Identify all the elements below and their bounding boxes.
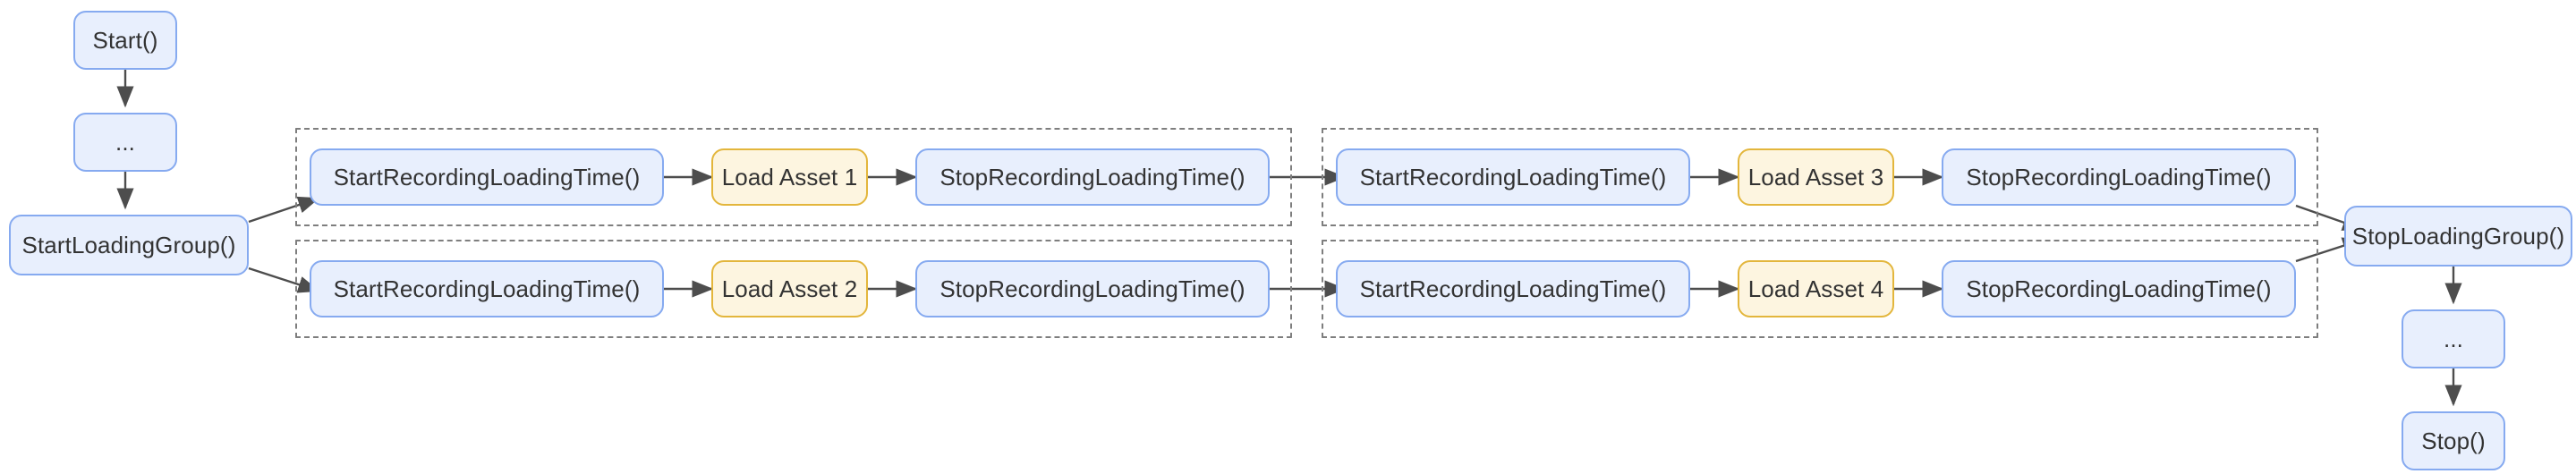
group-1-row-1-step-1-label: StartRecordingLoadingTime() <box>333 164 641 190</box>
node-ellipsis-top[interactable]: ... <box>73 113 177 172</box>
group-1-row-1-step-3[interactable]: StopRecordingLoadingTime() <box>915 148 1270 206</box>
node-stop-loading-group-label: StopLoadingGroup() <box>2351 223 2565 250</box>
group-1-row-1-step-2-label: Load Asset 1 <box>721 164 858 190</box>
node-start-label: Start() <box>92 27 158 54</box>
group-2-row-1-step-2[interactable]: Load Asset 3 <box>1738 148 1894 206</box>
group-1-row-2-step-1[interactable]: StartRecordingLoadingTime() <box>310 260 664 317</box>
group-2-row-1-step-1-label: StartRecordingLoadingTime() <box>1359 164 1667 190</box>
node-start-loading-group-label: StartLoadingGroup() <box>21 232 236 258</box>
group-1-row-1-step-2[interactable]: Load Asset 1 <box>711 148 868 206</box>
group-2-row-1-step-2-label: Load Asset 3 <box>1747 164 1884 190</box>
group-2-row-2-step-2[interactable]: Load Asset 4 <box>1738 260 1894 317</box>
node-ellipsis-top-label: ... <box>115 129 135 156</box>
group-2-row-1-step-3-label: StopRecordingLoadingTime() <box>1966 164 2272 190</box>
group-1-row-2-step-2-label: Load Asset 2 <box>721 275 858 302</box>
node-start-loading-group[interactable]: StartLoadingGroup() <box>9 215 249 275</box>
node-ellipsis-bottom[interactable]: ... <box>2402 309 2505 368</box>
group-1-row-2-step-3-label: StopRecordingLoadingTime() <box>939 275 1245 302</box>
group-2-row-2-step-2-label: Load Asset 4 <box>1747 275 1884 302</box>
group-1-row-1-step-1[interactable]: StartRecordingLoadingTime() <box>310 148 664 206</box>
node-stop-loading-group[interactable]: StopLoadingGroup() <box>2344 206 2572 267</box>
group-2-row-1-step-3[interactable]: StopRecordingLoadingTime() <box>1942 148 2296 206</box>
group-2-row-2-step-3[interactable]: StopRecordingLoadingTime() <box>1942 260 2296 317</box>
node-stop-label: Stop() <box>2421 427 2486 454</box>
group-2-row-2-step-3-label: StopRecordingLoadingTime() <box>1966 275 2272 302</box>
group-1-row-2-step-2[interactable]: Load Asset 2 <box>711 260 868 317</box>
group-1-row-2-step-3[interactable]: StopRecordingLoadingTime() <box>915 260 1270 317</box>
node-start[interactable]: Start() <box>73 11 177 70</box>
group-2-row-2-step-1[interactable]: StartRecordingLoadingTime() <box>1336 260 1690 317</box>
node-stop[interactable]: Stop() <box>2402 411 2505 470</box>
node-ellipsis-bottom-label: ... <box>2444 326 2463 352</box>
group-1-row-1-step-3-label: StopRecordingLoadingTime() <box>939 164 1245 190</box>
group-2-row-2-step-1-label: StartRecordingLoadingTime() <box>1359 275 1667 302</box>
group-1-row-2-step-1-label: StartRecordingLoadingTime() <box>333 275 641 302</box>
group-2-row-1-step-1[interactable]: StartRecordingLoadingTime() <box>1336 148 1690 206</box>
